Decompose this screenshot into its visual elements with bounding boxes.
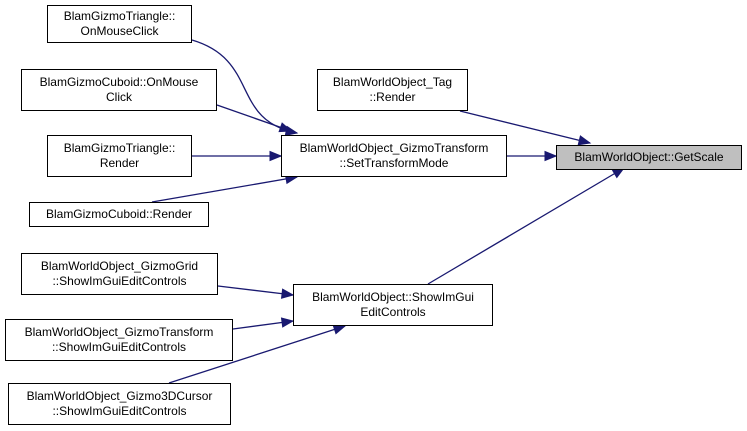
node-label-line: BlamWorldObject::ShowImGui	[312, 290, 474, 304]
edge-showimgui-to-getscale	[427, 167, 626, 285]
node-settransformmode[interactable]: BlamWorldObject_GizmoTransform ::SetTran…	[281, 135, 507, 177]
arrowhead-icon	[280, 317, 295, 328]
edge-line	[151, 176, 298, 203]
arrowhead-icon	[269, 150, 283, 162]
node-label-line: ::SetTransformMode	[339, 156, 449, 170]
node-label-line: EditControls	[360, 305, 426, 319]
node-triangle-onmouseclick[interactable]: BlamGizmoTriangle:: OnMouseClick	[47, 5, 192, 43]
edge-cuboid-render-to-settransformmode	[151, 173, 299, 203]
edge-tag-render-to-getscale	[459, 110, 592, 146]
node-label-line: BlamGizmoCuboid::OnMouse	[39, 75, 199, 89]
arrowhead-icon	[278, 122, 293, 133]
node-label-line: ::ShowImGuiEditControls	[51, 340, 187, 354]
edge-settransformmode-to-getscale	[507, 150, 558, 162]
node-label-line: BlamWorldObject_GizmoTransform	[24, 325, 214, 339]
node-gizmogrid-showimguieditcontrols[interactable]: BlamWorldObject_GizmoGrid ::ShowImGuiEdi…	[21, 253, 218, 295]
edge-cursor-to-showimgui	[168, 324, 347, 384]
edge-line	[168, 325, 346, 384]
node-label-line: Render	[99, 156, 140, 170]
node-label-line: ::Render	[369, 90, 416, 104]
edge-line	[216, 104, 292, 132]
arrowhead-icon	[577, 135, 592, 146]
arrowhead-icon	[332, 324, 347, 335]
node-label-line: BlamWorldObject_Gizmo3DCursor	[26, 389, 213, 403]
node-gizmo3dcursor-showimguieditcontrols[interactable]: BlamWorldObject_Gizmo3DCursor ::ShowImGu…	[8, 383, 231, 425]
node-label-line: BlamGizmoTriangle::	[63, 9, 176, 23]
node-getscale: BlamWorldObject::GetScale	[556, 145, 742, 170]
node-label-line: OnMouseClick	[80, 24, 159, 38]
node-label-line: BlamWorldObject_GizmoGrid	[40, 259, 199, 273]
edge-line	[217, 285, 294, 296]
edge-line	[459, 110, 591, 144]
node-tag-render[interactable]: BlamWorldObject_Tag ::Render	[317, 69, 468, 111]
edge-line	[427, 167, 625, 285]
edge-transform-to-showimgui	[232, 317, 295, 330]
node-triangle-render[interactable]: BlamGizmoTriangle:: Render	[47, 135, 192, 177]
node-label-line: ::ShowImGuiEditControls	[52, 404, 187, 418]
arrowhead-icon	[280, 288, 295, 299]
edge-grid-to-showimgui	[217, 285, 295, 299]
arrowhead-icon	[544, 150, 558, 162]
node-cuboid-onmouseclick[interactable]: BlamGizmoCuboid::OnMouse Click	[21, 69, 217, 111]
node-cuboid-render[interactable]: BlamGizmoCuboid::Render	[29, 202, 209, 227]
node-label-line: BlamWorldObject_GizmoTransform	[299, 141, 489, 155]
node-label-line: BlamGizmoTriangle::	[63, 141, 176, 155]
node-label-line: BlamGizmoCuboid::Render	[45, 207, 193, 221]
node-showimguieditcontrols[interactable]: BlamWorldObject::ShowImGui EditControls	[293, 284, 493, 326]
node-label-line: ::ShowImGuiEditControls	[52, 274, 187, 288]
node-label-line: BlamWorldObject::GetScale	[574, 150, 724, 164]
node-label-line: BlamWorldObject_Tag	[332, 75, 453, 89]
edge-triangle-render-to-settransformmode	[192, 150, 283, 162]
node-label-line: Click	[106, 90, 132, 104]
node-gizmotransform-showimguieditcontrols[interactable]: BlamWorldObject_GizmoTransform ::ShowImG…	[5, 319, 233, 361]
edge-cuboid-click-to-settransformmode	[216, 104, 293, 133]
